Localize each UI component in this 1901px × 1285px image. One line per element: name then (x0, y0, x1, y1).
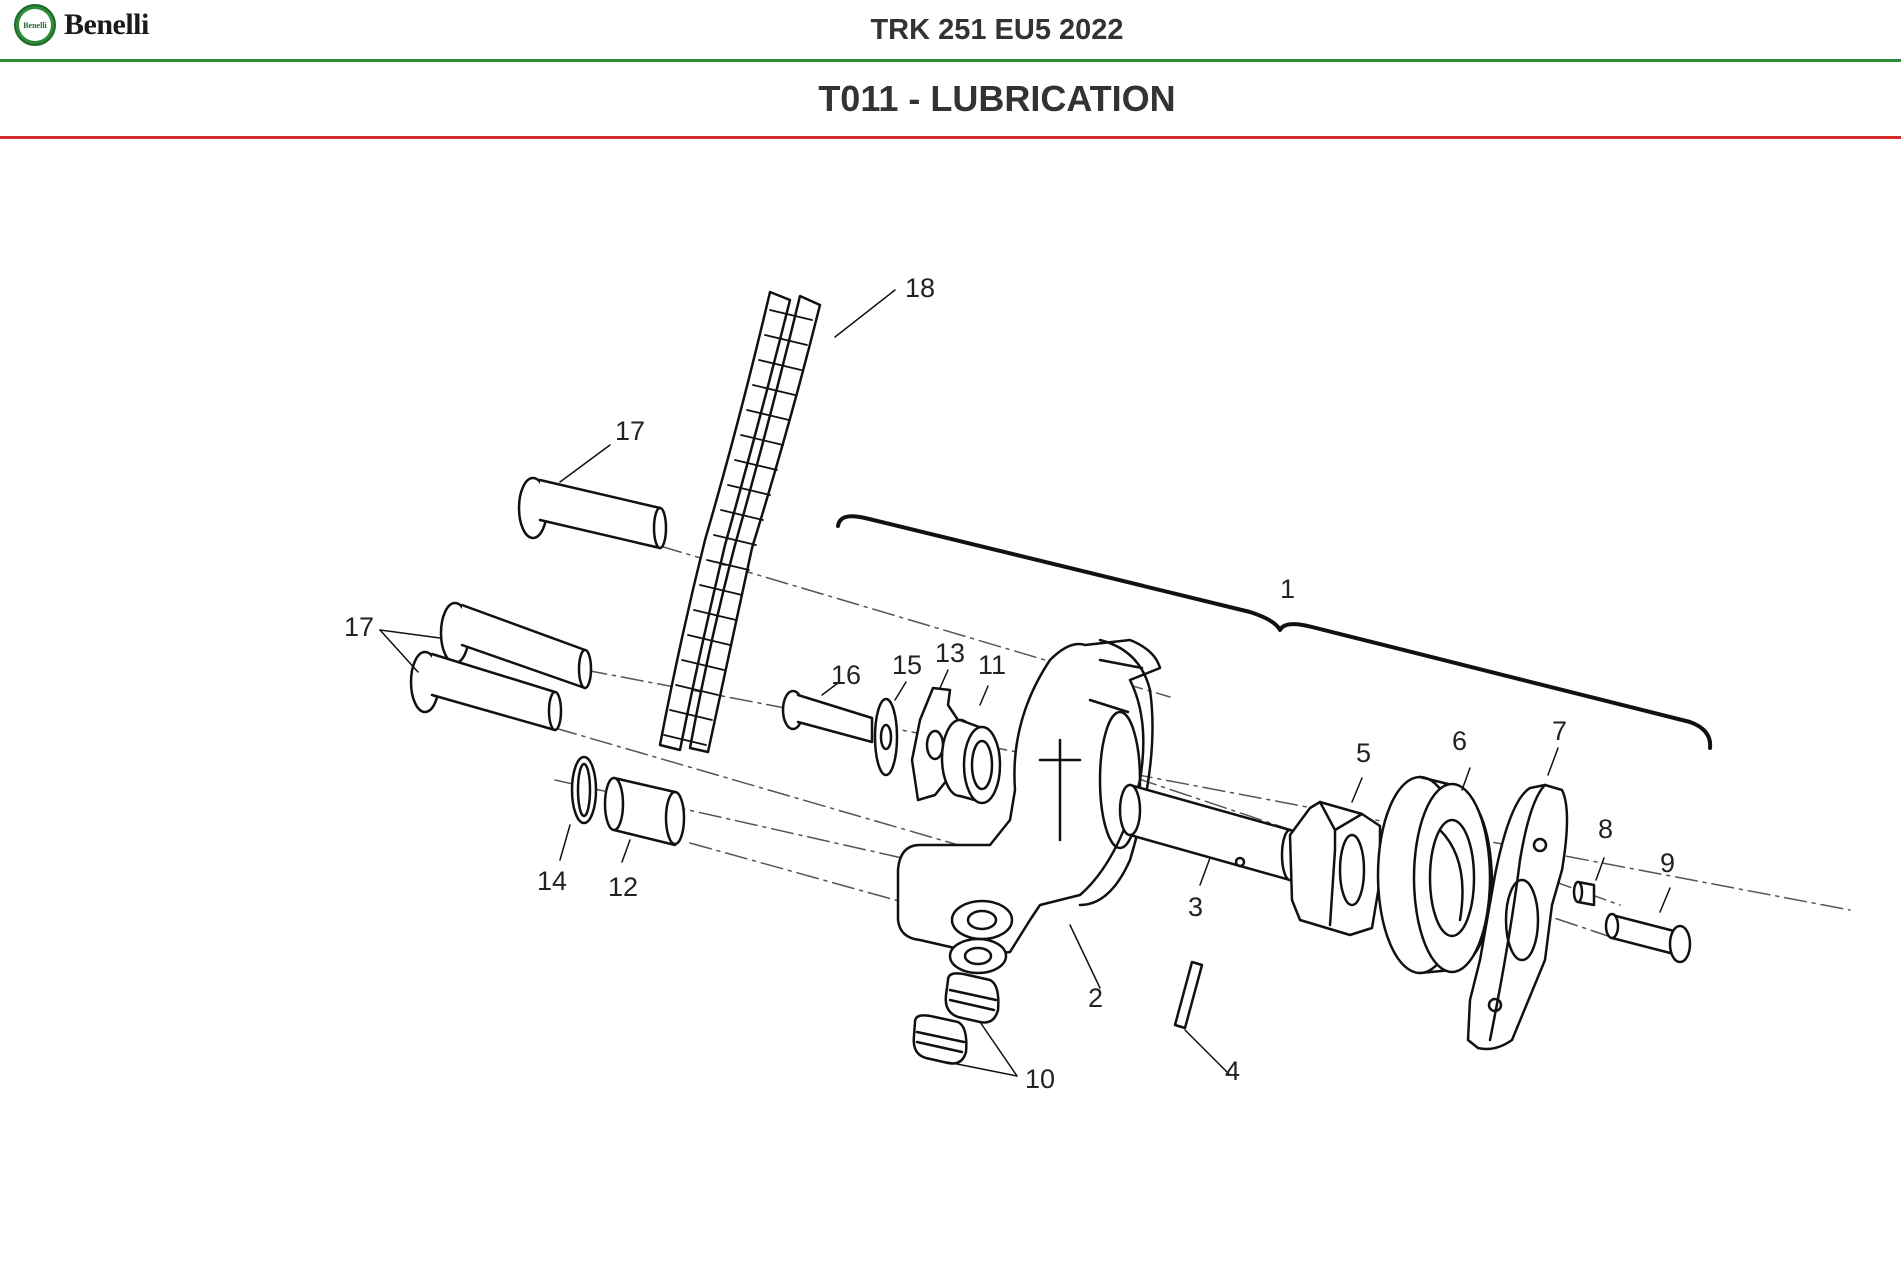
callout-17a: 17 (615, 416, 645, 446)
part-2-pump-body (896, 638, 1162, 989)
header-divider-green (0, 59, 1901, 62)
section-title: T011 - LUBRICATION (818, 78, 1176, 119)
callout-4: 4 (1225, 1056, 1240, 1086)
title-divider-red (0, 136, 1901, 139)
part-5-inner-rotor (1288, 777, 1382, 937)
part-17-bolt-upper (517, 444, 668, 550)
brand-logo[interactable]: Benelli Benelli (14, 2, 149, 48)
part-7-cover (1466, 747, 1569, 1051)
callout-12: 12 (608, 872, 638, 902)
part-15-washer (873, 681, 907, 777)
callout-6: 6 (1452, 726, 1467, 756)
part-11-ring (940, 685, 1002, 805)
callout-17b: 17 (344, 612, 374, 642)
part-17-bolt-pair (379, 601, 593, 732)
callout-labels: 1 2 3 4 5 6 7 8 9 10 11 12 13 14 15 16 1… (344, 273, 1675, 1094)
callout-8: 8 (1598, 814, 1613, 844)
part-6-outer-rotor (1376, 767, 1494, 975)
callout-1: 1 (1280, 574, 1295, 604)
part-14-o-ring (559, 755, 598, 861)
callout-13: 13 (935, 638, 965, 668)
brand-badge-text: Benelli (19, 9, 51, 41)
page-header: Benelli Benelli TRK 251 EU5 2022 (0, 0, 1901, 60)
callout-10: 10 (1025, 1064, 1055, 1094)
callout-7: 7 (1552, 716, 1567, 746)
part-10-plugs (912, 972, 1018, 1077)
part-3-shaft (1118, 783, 1300, 886)
callout-14: 14 (537, 866, 567, 896)
callout-15: 15 (892, 650, 922, 680)
center-lines (554, 545, 1851, 941)
model-title: TRK 251 EU5 2022 (870, 14, 1124, 46)
assembly-1-bracket (836, 514, 1713, 750)
callout-11: 11 (978, 650, 1006, 680)
callout-9: 9 (1660, 848, 1675, 878)
part-12-sleeve (603, 776, 686, 863)
part-9-bolt (1604, 887, 1692, 964)
part-8-dowel (1572, 857, 1605, 907)
part-4-pin (1173, 960, 1231, 1076)
callout-18: 18 (905, 273, 935, 303)
callout-3: 3 (1188, 892, 1203, 922)
part-18-chain (658, 289, 896, 754)
callout-5: 5 (1356, 738, 1371, 768)
callout-2: 2 (1088, 983, 1103, 1013)
brand-name: Benelli (64, 8, 149, 41)
part-16-bolt (781, 682, 874, 744)
callout-16: 16 (831, 660, 861, 690)
brand-badge-icon: Benelli (14, 4, 56, 46)
exploded-parts-diagram: 1 2 3 4 5 6 7 8 9 10 11 12 13 14 15 16 1… (344, 273, 1851, 1094)
